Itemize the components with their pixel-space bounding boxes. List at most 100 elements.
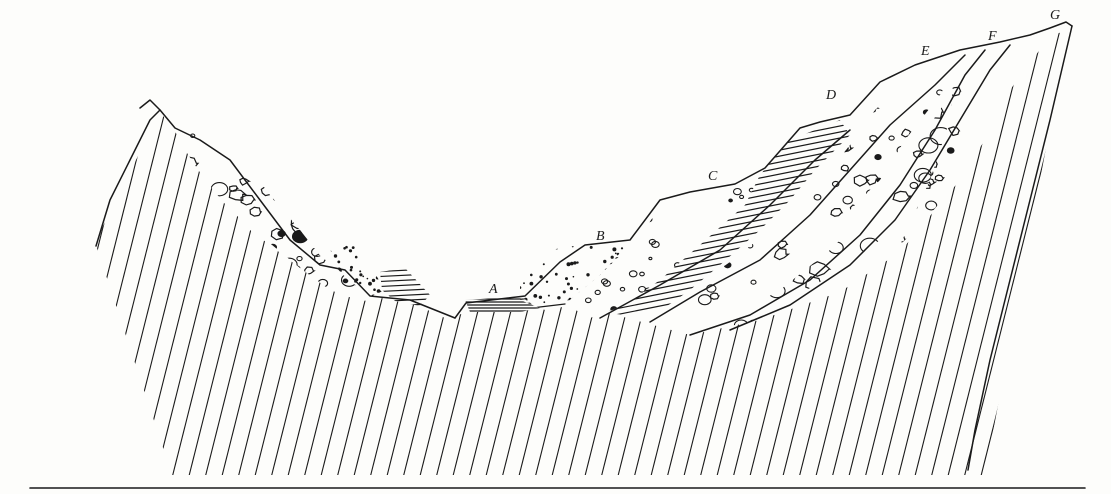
- boulder: [303, 266, 316, 275]
- boulder: [330, 231, 346, 244]
- boulder: [368, 142, 375, 156]
- pebble: [349, 127, 359, 135]
- pebble: [354, 148, 363, 156]
- boulder: [249, 206, 263, 217]
- boulder: [947, 126, 961, 137]
- pebble: [205, 225, 214, 233]
- silt-layer-line: [600, 120, 850, 129]
- sand-grain: [570, 261, 574, 266]
- silt-layer-line: [370, 264, 440, 268]
- pebble: [366, 174, 373, 180]
- boulder: [809, 314, 821, 323]
- pebble: [710, 104, 720, 113]
- section-boundary-line: [599, 129, 851, 319]
- boulder: [714, 90, 728, 101]
- pebble: [617, 315, 623, 318]
- strata-line: [418, 30, 541, 475]
- terrace-label-g: G: [1050, 8, 1060, 23]
- pebble: [739, 194, 745, 200]
- pebble: [612, 215, 619, 221]
- boulder: [868, 263, 882, 273]
- pebble: [959, 178, 968, 185]
- strata-line: [105, 30, 227, 475]
- pebble: [697, 294, 712, 306]
- pebble: [813, 71, 825, 82]
- strata-line: [930, 30, 1052, 475]
- pebble: [883, 68, 892, 76]
- pebble: [873, 259, 893, 276]
- boulder: [709, 292, 720, 300]
- boulder: [985, 202, 998, 211]
- boulder: [671, 69, 685, 79]
- sand-grain: [572, 275, 575, 278]
- boulder: [869, 134, 880, 142]
- boulder: [995, 227, 1007, 236]
- sand-grain: [348, 249, 353, 253]
- pebble: [697, 95, 710, 106]
- boulder: [937, 207, 946, 216]
- boulder: [318, 235, 328, 244]
- sand-grain: [591, 242, 594, 244]
- sand-grain: [343, 247, 346, 250]
- pebble: [642, 193, 648, 198]
- section-boundary-line: [454, 21, 1073, 319]
- sand-grain: [520, 273, 521, 275]
- boulder: [303, 297, 314, 301]
- boulder: [804, 75, 815, 86]
- strata-line: [946, 30, 1068, 475]
- sand-grain: [538, 295, 543, 299]
- sand-grain: [586, 273, 590, 277]
- boulder: [343, 191, 355, 200]
- sand-grain: [381, 240, 384, 243]
- pebble: [631, 175, 640, 181]
- pebble: [299, 189, 314, 201]
- boulder: [356, 184, 367, 193]
- boulder: [229, 185, 239, 192]
- pebble: [584, 297, 592, 304]
- boulder: [319, 158, 337, 172]
- pebble: [233, 122, 239, 123]
- pebble: [294, 194, 304, 203]
- sand-grain: [529, 281, 534, 286]
- sand-grain: [614, 252, 617, 255]
- strata-line: [95, 30, 211, 475]
- pebble: [940, 253, 947, 259]
- pebble: [280, 257, 298, 272]
- pebble: [913, 167, 932, 183]
- pebble: [648, 256, 653, 261]
- boulder: [307, 161, 319, 170]
- sand-grain: [562, 290, 566, 294]
- boulder: [833, 56, 846, 68]
- boulder: [880, 318, 904, 332]
- boulder: [904, 71, 913, 79]
- sand-grain: [341, 237, 343, 239]
- boulder: [240, 194, 257, 206]
- boulder: [830, 208, 844, 217]
- sand-grain: [543, 301, 546, 304]
- pebble: [841, 145, 849, 152]
- pebble: [268, 302, 273, 306]
- boulder: [865, 174, 880, 186]
- pebble: [580, 175, 588, 179]
- section-boundary-line: [95, 109, 161, 247]
- pebble: [286, 199, 292, 204]
- pebble: [725, 87, 738, 98]
- pebble: [739, 143, 750, 153]
- silt-layer-line: [600, 120, 850, 123]
- pebble: [728, 198, 733, 203]
- pebble: [313, 149, 321, 156]
- pebble: [604, 168, 612, 174]
- strata-line: [385, 30, 508, 475]
- pebble: [876, 56, 894, 70]
- pebble: [876, 177, 883, 183]
- pebble: [739, 133, 748, 141]
- boulder: [852, 326, 865, 332]
- sand-grain: [380, 238, 382, 240]
- pebble: [296, 255, 303, 262]
- boulder: [957, 205, 970, 215]
- pebble: [802, 70, 813, 79]
- boulder: [337, 177, 352, 190]
- boulder: [975, 38, 988, 41]
- boulder: [772, 85, 787, 98]
- boulder: [829, 295, 842, 304]
